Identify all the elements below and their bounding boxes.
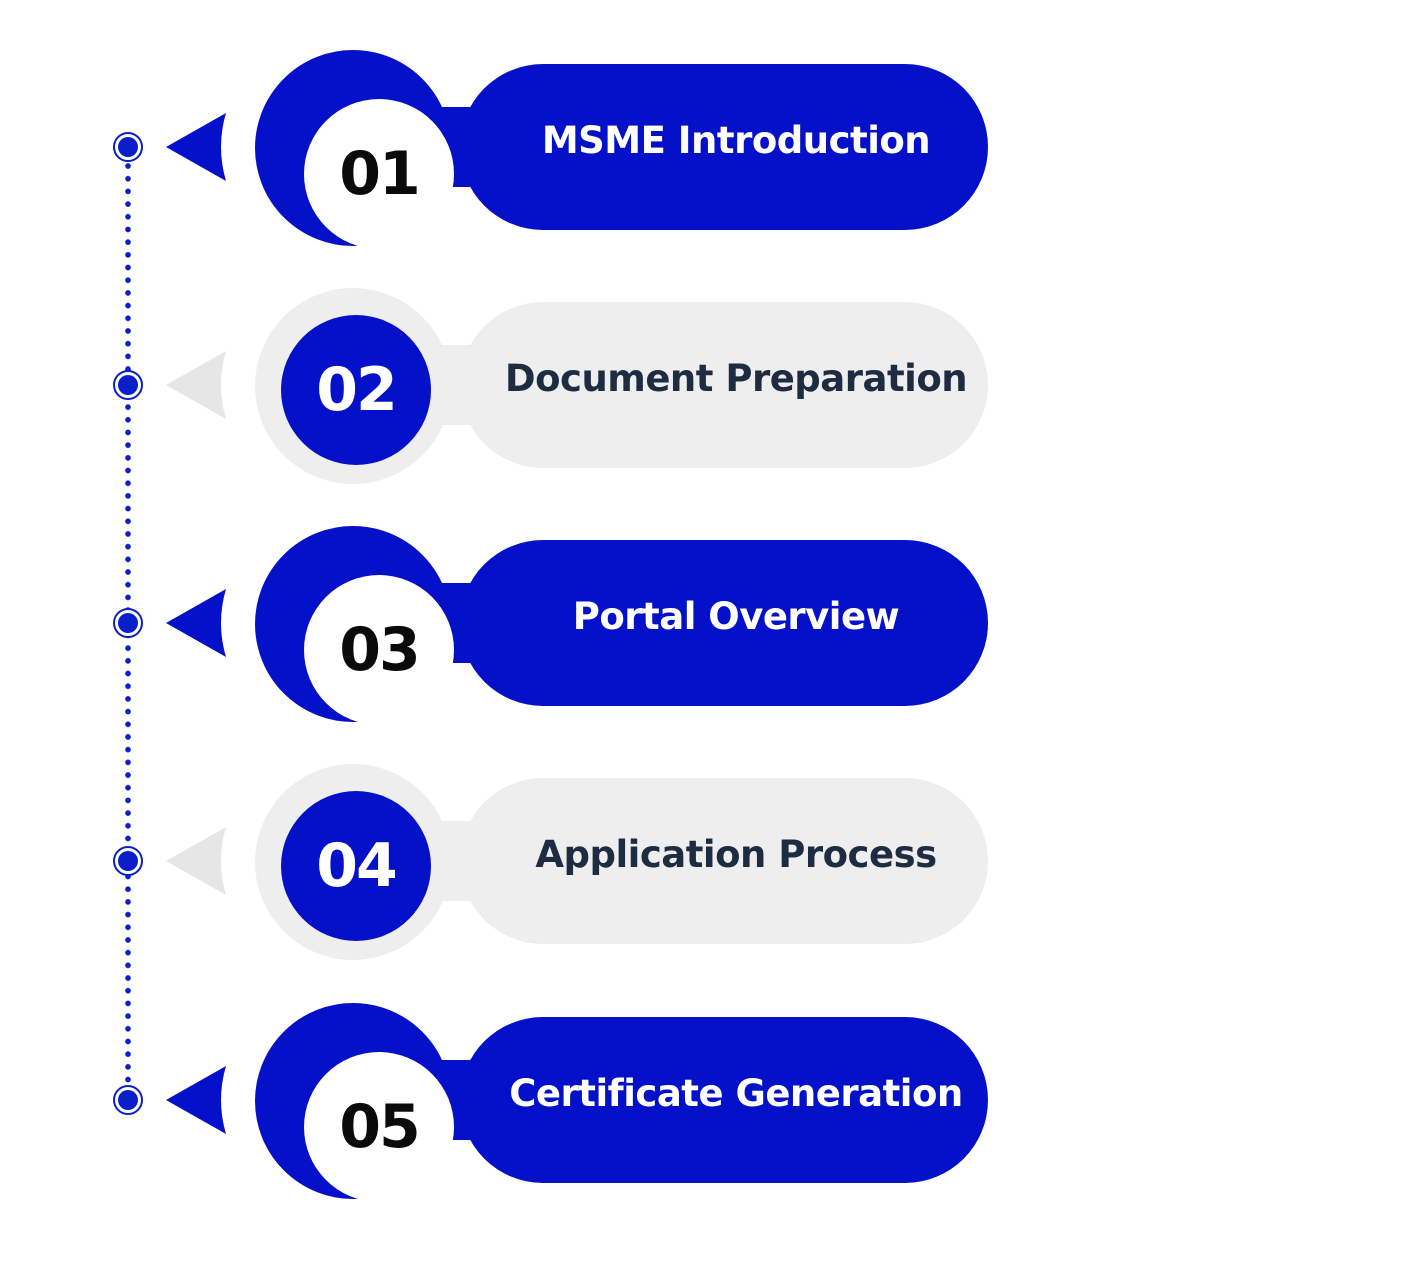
- step-1-ring: 01: [255, 50, 454, 249]
- step-2-label: Document Preparation: [504, 356, 968, 400]
- step-2-ring: 02: [255, 288, 451, 484]
- step-4: 04 Application Process: [255, 761, 995, 961]
- step-1-label: MSME Introduction: [541, 118, 931, 162]
- step-2-number: 02: [281, 315, 431, 465]
- timeline-node-4: [113, 846, 143, 876]
- timeline-node-5: [113, 1085, 143, 1115]
- arrow-left-icon: [166, 589, 226, 657]
- timeline-node-2: [113, 370, 143, 400]
- step-4-pill: [460, 778, 988, 944]
- step-1: 01 MSME Introduction: [255, 47, 995, 249]
- step-4-label: Application Process: [535, 832, 937, 876]
- step-5-pill: [460, 1017, 988, 1183]
- step-5-label: Certificate Generation: [509, 1071, 963, 1115]
- arrow-left-icon: [166, 1066, 226, 1134]
- step-4-ring: 04: [255, 764, 451, 960]
- step-1-number: 01: [304, 99, 454, 249]
- step-1-pill: [460, 64, 988, 230]
- step-3: 03 Portal Overview: [255, 523, 995, 725]
- timeline-node-1: [113, 132, 143, 162]
- arrow-left-icon: [166, 113, 226, 181]
- step-5: 05 Certificate Generation: [255, 1000, 995, 1202]
- step-4-number: 04: [281, 791, 431, 941]
- arrow-left-icon: [166, 827, 226, 895]
- step-5-number: 05: [304, 1052, 454, 1202]
- arrow-left-icon: [166, 351, 226, 419]
- step-5-ring: 05: [255, 1003, 454, 1202]
- step-3-number: 03: [304, 575, 454, 725]
- step-3-pill: [460, 540, 988, 706]
- step-2: 02 Document Preparation: [255, 285, 995, 485]
- step-3-label: Portal Overview: [572, 594, 900, 638]
- step-2-pill: [460, 302, 988, 468]
- step-3-ring: 03: [255, 526, 454, 725]
- timeline-node-3: [113, 608, 143, 638]
